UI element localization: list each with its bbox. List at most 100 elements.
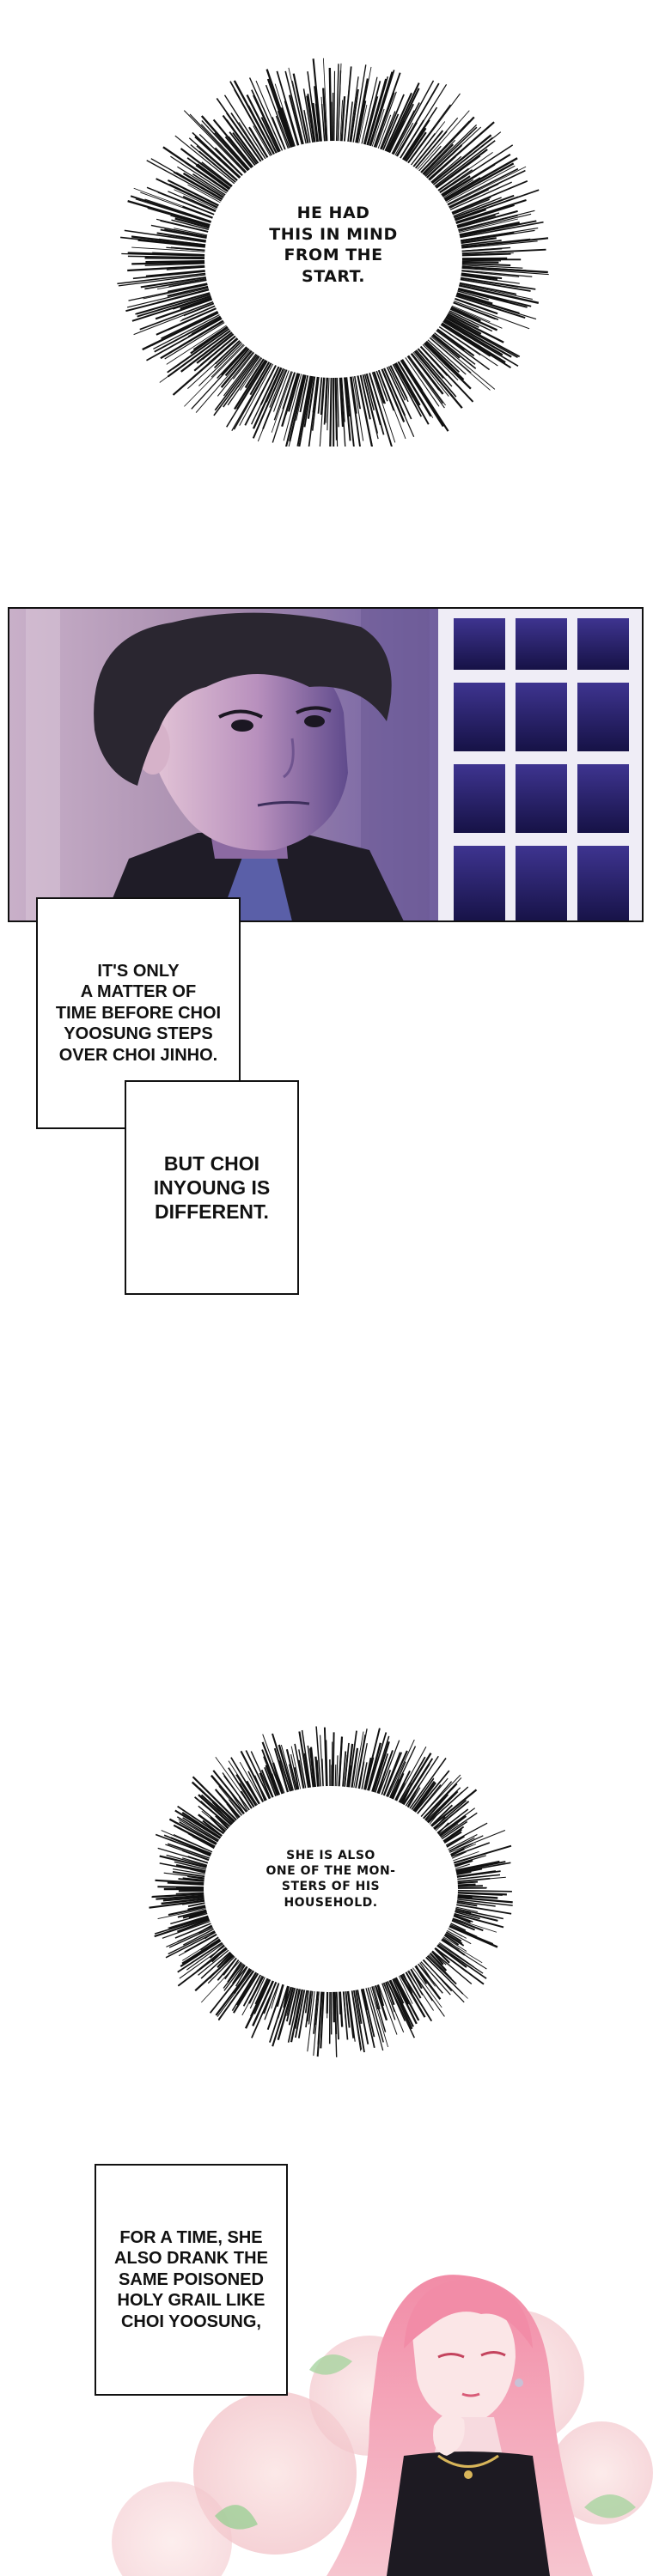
burst-2-line: STERS OF HIS: [281, 1880, 381, 1894]
burst-spike-line: [140, 191, 225, 223]
burst-spike-line: [226, 351, 274, 428]
burst-1-text: HE HAD THIS IN MIND FROM THE START.: [222, 203, 445, 288]
burst-spike-line: [315, 1726, 322, 1794]
burst-spike-line: [436, 164, 496, 201]
burst-spike-line: [395, 1968, 426, 2018]
burst-spike-line: [407, 1965, 445, 2017]
burst-spike-line: [442, 166, 527, 209]
burst-spike-line: [432, 162, 515, 209]
burst-spike-line: [158, 238, 214, 246]
burst-spike-line: [288, 362, 308, 447]
burst-spike-line: [447, 281, 534, 300]
burst-spike-line: [411, 343, 457, 398]
burst-spike-line: [411, 131, 448, 174]
burst-spike-line: [354, 66, 372, 155]
burst-spike-line: [168, 1927, 221, 1955]
burst-spike-line: [311, 371, 320, 431]
burst-spike-line: [273, 365, 295, 421]
burst-spike-line: [434, 1807, 476, 1838]
caption-2-line: BUT CHOI: [163, 1151, 260, 1175]
burst-spike-line: [406, 121, 446, 173]
burst-spike-line: [333, 70, 336, 155]
burst-spike-line: [228, 1767, 257, 1811]
burst-spike-line: [450, 212, 500, 228]
narration-box-3: FOR A TIME, SHE ALSO DRANK THE SAME POIS…: [95, 2164, 288, 2396]
burst-spike-line: [209, 1962, 251, 2014]
burst-spike-line: [442, 291, 526, 319]
burst-spike-line: [352, 371, 361, 410]
burst-spike-line: [290, 1982, 305, 2043]
burst-spike-line: [278, 1744, 296, 1800]
burst-spike-line: [412, 110, 470, 176]
burst-spike-line: [155, 1833, 222, 1860]
burst-spike-line: [168, 1923, 220, 1948]
burst-spike-line: [387, 110, 415, 163]
burst-spike-line: [364, 1732, 388, 1802]
burst-spike-line: [430, 313, 519, 368]
burst-spike-line: [409, 117, 459, 175]
burst-spike-line: [153, 311, 226, 349]
burst-spike-line: [223, 1959, 248, 1991]
burst-spike-line: [229, 131, 259, 171]
burst-spike-line: [355, 100, 367, 151]
burst-spike-line: [347, 1730, 357, 1796]
burst-spike-line: [131, 260, 217, 265]
burst-spike-line: [406, 1758, 447, 1813]
burst-spike-line: [456, 252, 511, 257]
burst-spike-line: [441, 165, 516, 206]
burst-spike-line: [201, 119, 258, 181]
caption-3-line: HOLY GRAIL LIKE: [117, 2291, 265, 2311]
burst-spike-line: [187, 332, 249, 389]
burst-spike-line: [441, 1822, 488, 1849]
burst-spike-line: [449, 1917, 484, 1932]
burst-spike-line: [362, 1757, 372, 1795]
burst-spike-line: [425, 1951, 452, 1979]
burst-spike-line: [312, 58, 323, 148]
burst-spike-line: [215, 1756, 255, 1813]
burst-spike-line: [451, 248, 546, 255]
burst-spike-line: [349, 96, 358, 151]
burst-spike-line: [385, 1739, 415, 1803]
burst-spike-line: [131, 246, 218, 253]
burst-spike-line: [401, 348, 445, 409]
burst-spike-line: [441, 181, 512, 215]
burst-spike-line: [130, 195, 219, 226]
burst-spike-line: [443, 1923, 498, 1948]
burst-spike-line: [152, 252, 212, 257]
burst-spike-line: [308, 364, 320, 447]
burst-spike-line: [180, 148, 240, 194]
burst-spike-line: [178, 1889, 208, 1893]
burst-spike-line: [140, 275, 212, 289]
burst-spike-line: [210, 1774, 252, 1822]
burst-spike-line: [157, 1906, 215, 1920]
burst-spike-line: [418, 121, 495, 189]
burst-spike-line: [154, 1916, 215, 1938]
burst-spike-line: [353, 78, 369, 149]
burst-spike-line: [220, 344, 258, 388]
burst-spike-line: [146, 186, 220, 217]
burst-spike-line: [168, 183, 223, 211]
burst-spike-line: [156, 232, 213, 243]
burst-spike-line: [453, 281, 517, 295]
burst-spike-line: [272, 362, 299, 443]
burst-spike-line: [365, 362, 393, 447]
burst-spike-line: [131, 291, 223, 322]
burst-spike-line: [343, 369, 351, 441]
burst-spike-line: [449, 276, 531, 292]
burst-spike-line: [391, 82, 440, 165]
burst-spike-line: [289, 94, 305, 152]
burst-spike-line: [447, 204, 515, 228]
burst-spike-line: [340, 371, 345, 422]
burst-spike-line: [346, 101, 353, 149]
burst-spike-line: [436, 167, 519, 211]
burst-spike-line: [351, 1984, 365, 2053]
burst-spike-line: [184, 340, 249, 407]
burst-spike-line: [188, 137, 247, 188]
burst-spike-line: [403, 348, 446, 406]
burst-spike-line: [137, 289, 223, 318]
burst-spike-line: [414, 124, 478, 185]
burst-spike-line: [436, 311, 521, 358]
burst-spike-line: [232, 1965, 264, 2014]
pink-haired-woman-illustration: [112, 2275, 653, 2576]
burst-spike-line: [297, 1981, 309, 2038]
